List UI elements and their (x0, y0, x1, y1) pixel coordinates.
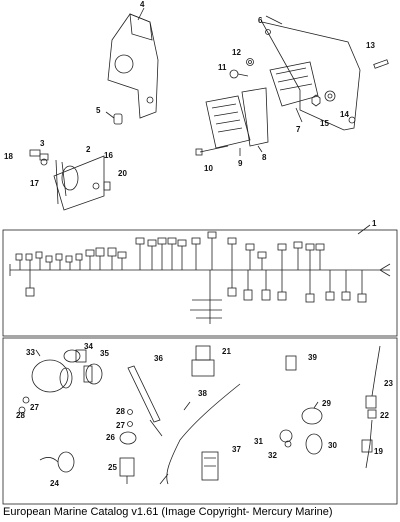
callout-27a: 27 (30, 403, 39, 412)
part-7-module (269, 61, 319, 123)
part-28-washer (18, 406, 26, 414)
callout-32: 32 (268, 451, 277, 460)
part-4-mounting-bracket (107, 7, 159, 119)
part-26-sensor (119, 431, 137, 445)
callout-36: 36 (154, 354, 163, 363)
callout-12: 12 (232, 48, 241, 57)
callout-39: 39 (308, 353, 317, 362)
callout-34: 34 (84, 342, 93, 351)
callout-37: 37 (232, 445, 241, 454)
callout-13: 13 (366, 41, 375, 50)
sensors-panel (2, 337, 398, 505)
callout-10: 10 (204, 164, 213, 173)
callout-35: 35 (100, 349, 109, 358)
callout-19: 19 (374, 447, 383, 456)
callout-26: 26 (106, 433, 115, 442)
part-20-screw (103, 181, 111, 191)
part-37-connector (201, 451, 219, 481)
part-27b-washer (127, 421, 133, 427)
part-10-bolt (195, 145, 229, 156)
callout-11: 11 (218, 63, 227, 72)
part-5-screw (105, 111, 123, 125)
callout-1: 1 (372, 219, 377, 228)
callout-33: 33 (26, 348, 35, 357)
part-23-sensor (365, 345, 381, 409)
callout-17: 17 (30, 179, 39, 188)
part-3-nut (40, 158, 48, 166)
callout-28a: 28 (16, 411, 25, 420)
part-13-pin (373, 59, 389, 69)
part-15-nut (311, 94, 321, 107)
callout-5: 5 (96, 106, 101, 115)
part-35-sensor (83, 363, 103, 385)
part-32-washer (284, 440, 292, 448)
part-29-sensor (301, 401, 323, 425)
callout-15: 15 (320, 119, 329, 128)
part-34-sensor (63, 349, 87, 363)
callout-21: 21 (222, 347, 231, 356)
part-19-sensor (361, 419, 373, 469)
part-27-washer (22, 396, 30, 404)
callout-31: 31 (254, 437, 263, 446)
part-9-control-module (205, 95, 251, 156)
callout-28b: 28 (116, 407, 125, 416)
part-14-washer (324, 90, 336, 102)
part-18-connector (29, 149, 49, 161)
callout-8: 8 (262, 153, 267, 162)
part-2-sensor (61, 161, 79, 197)
part-11-screw (229, 69, 249, 79)
callout-27b: 27 (116, 421, 125, 430)
part-36-sensor (127, 365, 163, 437)
callout-30: 30 (328, 441, 337, 450)
part-17-fitting (55, 159, 59, 205)
callout-22: 22 (380, 411, 389, 420)
callout-4: 4 (140, 0, 145, 9)
part-8-bracket (241, 87, 269, 153)
callout-25: 25 (108, 463, 117, 472)
callout-23: 23 (384, 379, 393, 388)
part-33-sensor (31, 349, 73, 393)
callout-16: 16 (104, 151, 113, 160)
callout-29: 29 (322, 399, 331, 408)
callout-14: 14 (340, 110, 349, 119)
callout-3: 3 (40, 139, 45, 148)
part-16-sensor-bracket (53, 155, 105, 211)
part-24-sensor (39, 451, 75, 473)
part-30-sensor (305, 433, 323, 455)
part-6-mounting-plate (261, 15, 361, 131)
image-caption: European Marine Catalog v1.61 (Image Cop… (3, 506, 333, 518)
part-39-fuse (285, 355, 297, 371)
part-21-sensor (191, 345, 215, 377)
part-25-sensor (119, 457, 135, 484)
part-12-washer (246, 58, 254, 66)
callout-6: 6 (258, 16, 263, 25)
callout-9: 9 (238, 159, 243, 168)
part-22-sensor (367, 409, 377, 419)
part-38-wire-harness (159, 383, 241, 485)
callout-38: 38 (198, 389, 207, 398)
callout-2: 2 (86, 145, 91, 154)
callout-18: 18 (4, 152, 13, 161)
callout-20: 20 (118, 169, 127, 178)
callout-7: 7 (296, 125, 301, 134)
callout-24: 24 (50, 479, 59, 488)
callout-numbers: 1 2 3 4 5 6 7 8 9 10 11 12 13 14 15 16 1… (4, 0, 393, 488)
part-31-sensor (279, 429, 293, 443)
part-1-wiring-harness (9, 224, 391, 324)
wiring-harness-panel (2, 229, 398, 337)
part-28b-washer (127, 409, 133, 415)
